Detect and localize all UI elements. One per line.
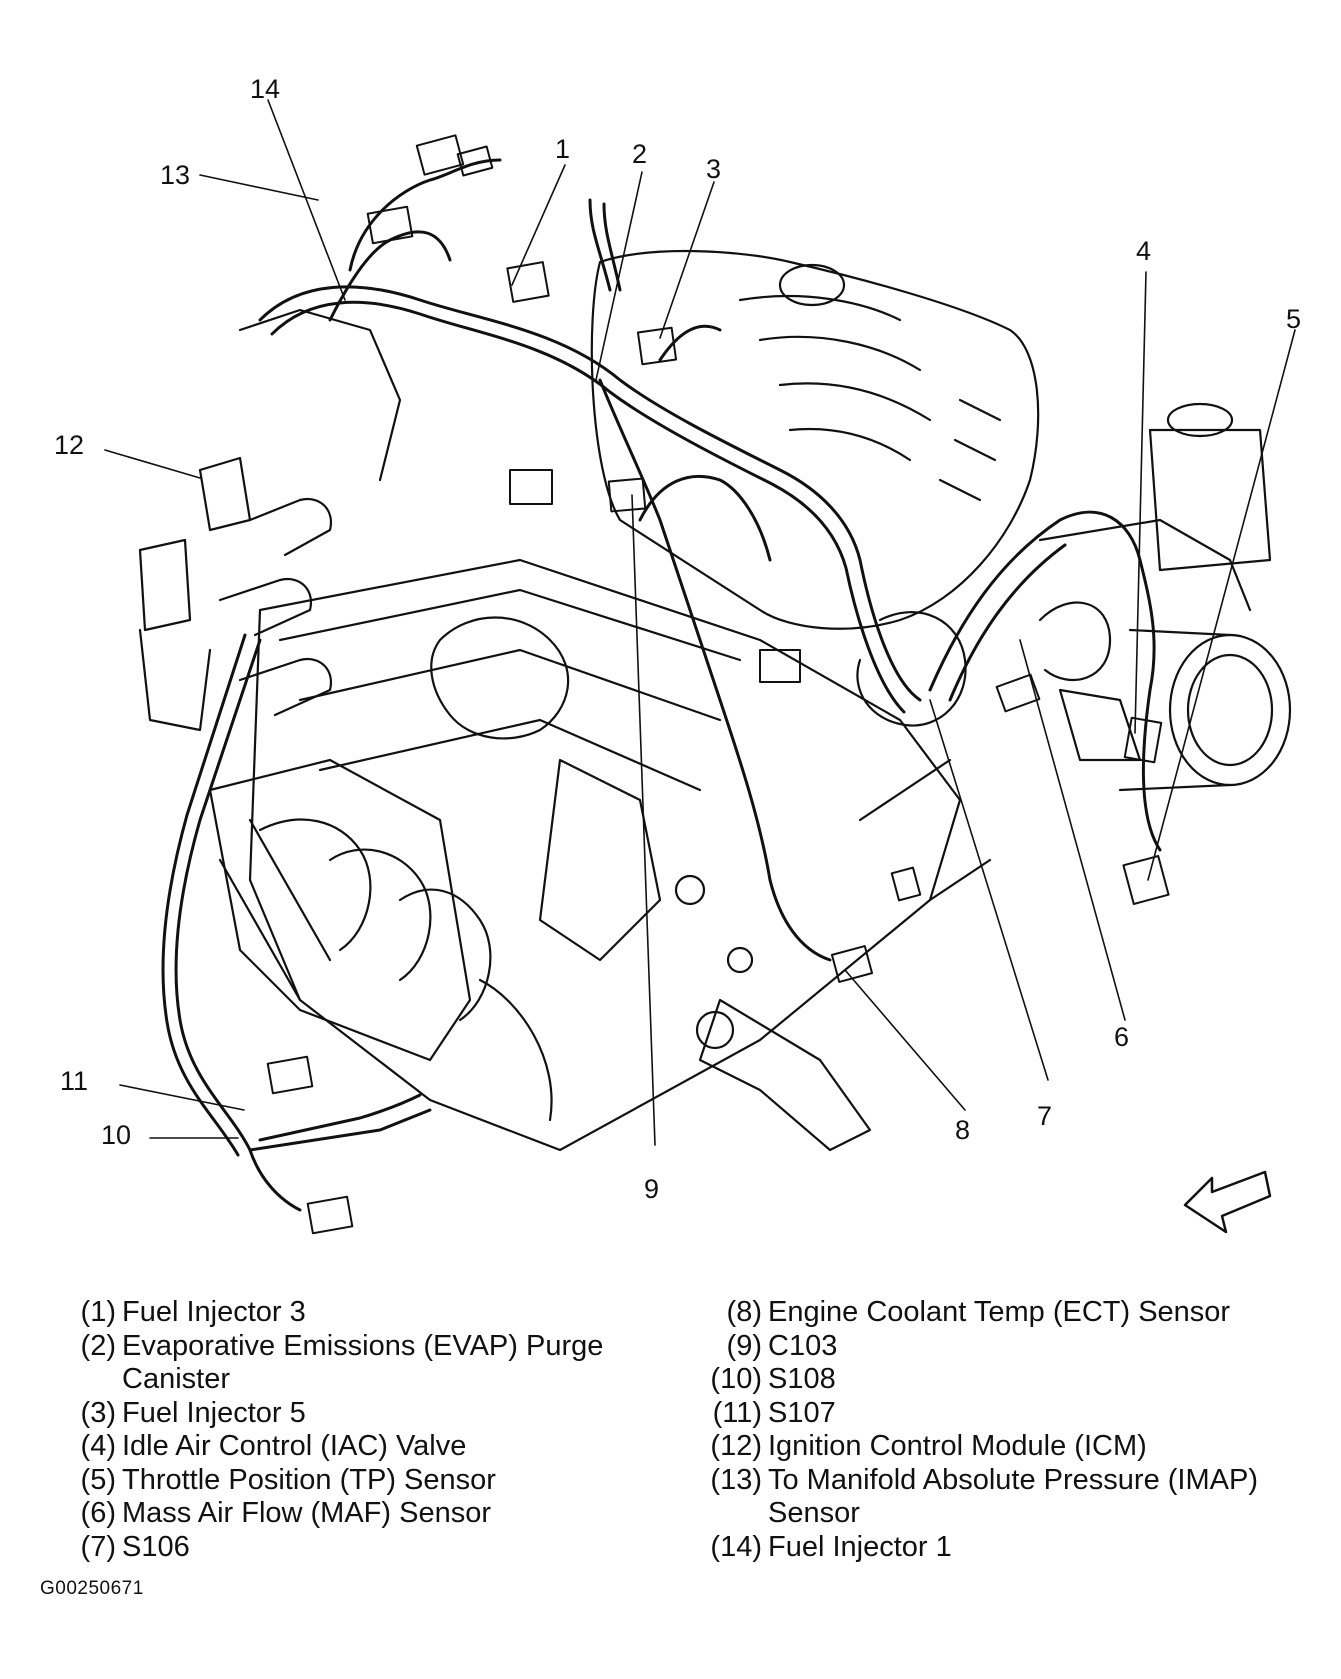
legend-item: (10)S108: [710, 1363, 836, 1395]
figure-id: G00250671: [40, 1578, 144, 1599]
callout-14: 14: [250, 74, 281, 104]
exhaust-manifold: [208, 758, 553, 1122]
callout-2: 2: [632, 139, 648, 169]
legend-item: (1)Fuel Injector 3: [80, 1296, 306, 1328]
callout-5: 5: [1286, 304, 1302, 334]
legend-item: (13)To Manifold Absolute Pressure (IMAP): [710, 1463, 1258, 1496]
intake-manifold: [590, 249, 1040, 630]
legend-item: (9)C103: [726, 1329, 838, 1362]
legend-item: (7)S106: [80, 1530, 190, 1563]
legend-item: (5)Throttle Position (TP) Sensor: [80, 1463, 496, 1496]
legend-item: (8)Engine Coolant Temp (ECT) Sensor: [726, 1296, 1231, 1328]
callout-13: 13: [160, 160, 191, 190]
front-arrow-icon: [1183, 1170, 1272, 1234]
legend-item-continuation: Canister: [122, 1363, 230, 1395]
legend-item: (12)Ignition Control Module (ICM): [710, 1430, 1147, 1462]
leader-lines: [104, 99, 1296, 1146]
legend-item: (6)Mass Air Flow (MAF) Sensor: [80, 1497, 491, 1529]
legend-item: (14)Fuel Injector 1: [710, 1530, 952, 1563]
legend-left-column: (1)Fuel Injector 3 (2)Evaporative Emissi…: [34, 1296, 674, 1564]
legend-item: (4)Idle Air Control (IAC) Valve: [80, 1430, 467, 1462]
callout-4: 4: [1136, 236, 1152, 266]
callout-1: 1: [555, 134, 571, 164]
ignition-module: [138, 308, 402, 732]
callout-12: 12: [54, 430, 85, 460]
legend-item: (3)Fuel Injector 5: [80, 1396, 306, 1429]
callout-11: 11: [60, 1066, 89, 1096]
legend-item: (2)Evaporative Emissions (EVAP) Purge: [80, 1329, 604, 1362]
callout-7: 7: [1037, 1101, 1053, 1131]
callout-9: 9: [644, 1174, 660, 1204]
legend-item: (11)S107: [712, 1396, 836, 1429]
legend-right-column: (8)Engine Coolant Temp (ECT) Sensor (9)C…: [672, 1296, 1332, 1564]
engine-block: [248, 558, 992, 1152]
callout-3: 3: [706, 154, 722, 184]
wiring-harness: [161, 158, 1162, 1212]
callout-6: 6: [1114, 1022, 1130, 1052]
connectors: [266, 134, 1170, 1235]
legend-item-continuation: Sensor: [768, 1497, 860, 1529]
engine-wiring-illustration: [104, 99, 1296, 1235]
callout-8: 8: [955, 1115, 971, 1145]
callout-10: 10: [101, 1120, 132, 1150]
throttle-body: [1038, 402, 1292, 792]
